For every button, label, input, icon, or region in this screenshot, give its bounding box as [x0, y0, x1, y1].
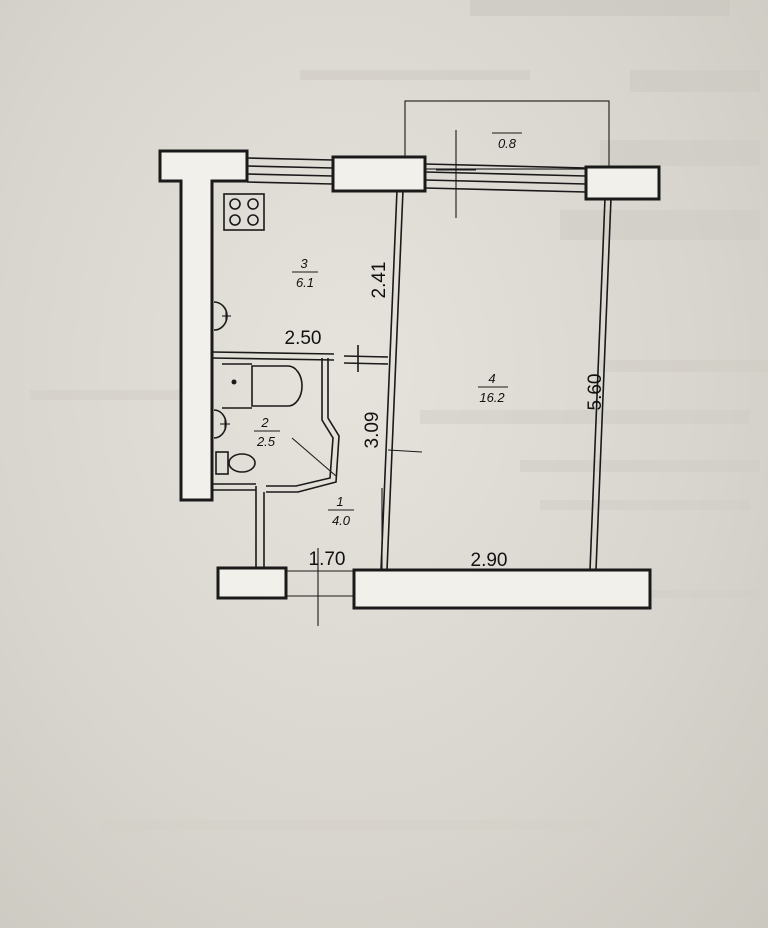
balcony-outline: [404, 100, 610, 170]
room-label-1: 1 4.0: [328, 494, 354, 528]
bathroom-wall: [266, 358, 334, 487]
wall-corner-north-east: [584, 165, 661, 201]
dimension-hall-width: 1.70: [309, 549, 346, 570]
balcony-area-label: 0.8: [498, 136, 517, 151]
room-label-4: 4 16.2: [478, 371, 508, 405]
partition-room-left-inner: [380, 189, 398, 571]
interior-partitions: [211, 189, 612, 571]
partition-room-right: [595, 197, 612, 571]
bathtub-icon: [222, 363, 303, 409]
partition-room-right-inner: [589, 197, 606, 571]
bathroom-door-swing: [291, 437, 337, 477]
wall-pier-south-west: [216, 566, 288, 600]
partition-kitchen-bath-inner: [211, 357, 335, 361]
bathroom-wall-inner: [266, 358, 340, 493]
room-label-3: 3 6.1: [292, 256, 318, 290]
room-number: 3: [300, 256, 308, 271]
dimension-hall-height: 3.09: [362, 412, 383, 449]
room-window: [424, 163, 587, 193]
washbasin-icon: [213, 409, 230, 439]
partition-kitchen-bath: [211, 351, 335, 355]
dimension-room-height: 5.60: [585, 374, 606, 411]
room-door-mark: [387, 449, 423, 453]
wall-north-west: [158, 149, 249, 502]
room-number: 4: [488, 371, 495, 386]
background-show-through: [30, 0, 768, 830]
room-labels: 3 6.1 2 2.5 1 4.0 4 16.2: [254, 256, 508, 528]
entrance-door: [286, 548, 354, 626]
room-number: 2: [260, 415, 269, 430]
windows: [246, 157, 587, 193]
room-label-2: 2 2.5: [254, 415, 280, 449]
room-area: 4.0: [332, 513, 351, 528]
kitchen-door-leaf: [343, 355, 389, 358]
room-number: 1: [336, 494, 343, 509]
dimension-room-width: 2.90: [471, 550, 508, 571]
room-area: 2.5: [256, 434, 276, 449]
dimension-kitchen-width: 2.50: [285, 328, 322, 349]
room-area: 6.1: [296, 275, 314, 290]
dimension-kitchen-height: 2.41: [369, 262, 390, 299]
partition-room-left: [386, 189, 404, 571]
kitchen-door-leaf-inner: [343, 362, 389, 365]
room-area: 16.2: [479, 390, 505, 405]
exterior-walls: [158, 149, 661, 610]
stove-icon: [223, 193, 265, 231]
fixtures: [213, 193, 303, 475]
dimension-labels: 2.41 2.50 3.09 5.60 1.70 2.90: [285, 262, 606, 571]
balcony: 0.8: [404, 100, 610, 218]
kitchen-sink-icon: [213, 301, 231, 331]
wall-pier-north: [331, 155, 427, 193]
toilet-icon: [215, 451, 256, 475]
wall-south: [352, 568, 652, 610]
kitchen-window: [246, 157, 334, 185]
